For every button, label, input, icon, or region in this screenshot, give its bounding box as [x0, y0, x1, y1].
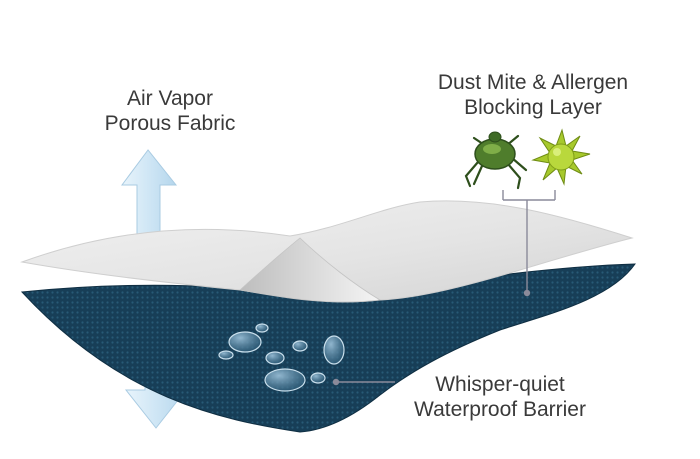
- waterproof-label-line1: Whisper-quiet: [435, 373, 565, 396]
- dust-mite-leader: [502, 190, 556, 293]
- dust-mite-leader-dot: [523, 289, 531, 297]
- waterproof-label: Whisper-quiet Waterproof Barrier: [385, 372, 615, 422]
- waterproof-label-line2: Waterproof Barrier: [414, 398, 586, 421]
- air-vapor-label-line1: Air Vapor: [127, 87, 213, 110]
- waterproof-leader: [332, 378, 395, 386]
- air-vapor-label-line2: Porous Fabric: [104, 112, 236, 135]
- dust-mite-icon: [464, 131, 528, 190]
- dust-mite-label-line1: Dust Mite & Allergen: [437, 71, 629, 94]
- dust-mite-label: Dust Mite & Allergen Blocking Layer: [402, 70, 664, 120]
- air-vapor-label: Air Vapor Porous Fabric: [80, 86, 260, 136]
- allergen-pollen-icon: [531, 128, 591, 186]
- water-drops-icon: [218, 323, 345, 392]
- dust-mite-label-line2: Blocking Layer: [464, 96, 602, 119]
- fabric-curl: [239, 237, 382, 303]
